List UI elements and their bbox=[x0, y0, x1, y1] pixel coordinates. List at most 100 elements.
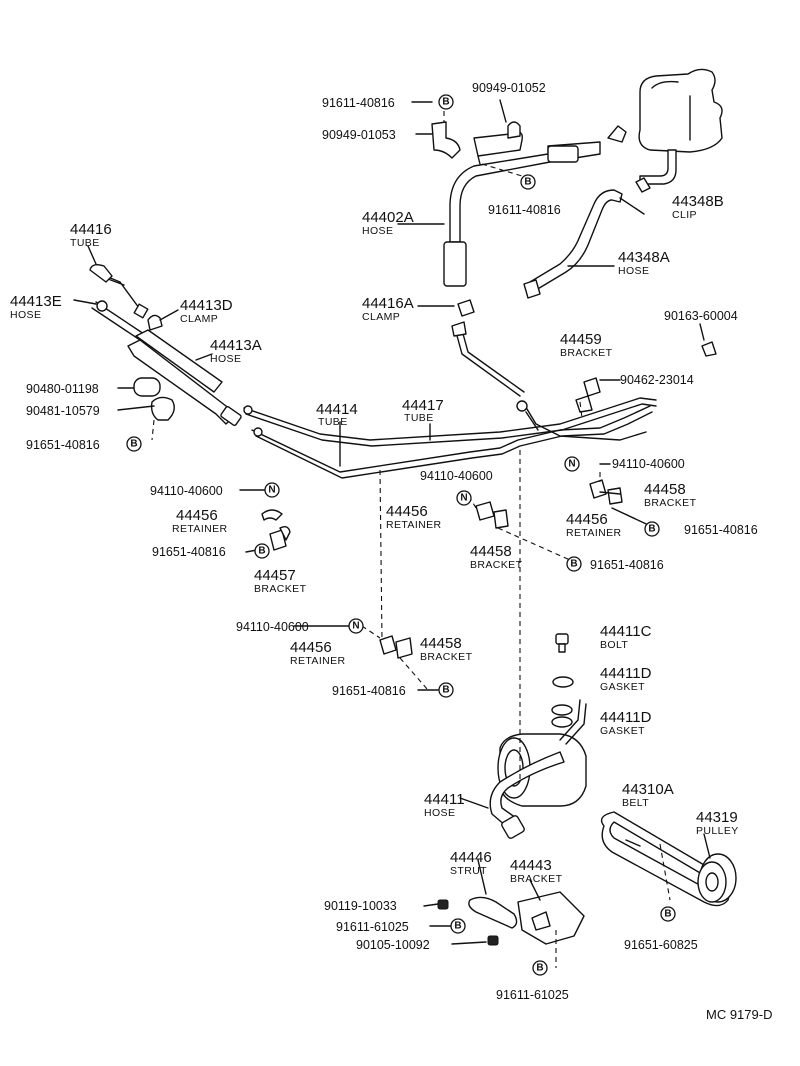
ref-90462-23014: 90462-23014 bbox=[620, 373, 694, 387]
svg-text:N: N bbox=[568, 459, 575, 470]
retainer-bracket-center bbox=[475, 501, 509, 529]
retainer-bracket-left bbox=[261, 509, 291, 551]
pulley-44319 bbox=[697, 853, 737, 903]
svg-text:B: B bbox=[536, 963, 543, 974]
hose-44348a bbox=[523, 177, 651, 299]
ref-90481-10579: 90481-10579 bbox=[26, 404, 100, 418]
svg-text:B: B bbox=[570, 559, 577, 570]
svg-text:BRACKET: BRACKET bbox=[560, 347, 613, 359]
tube-44416a-line bbox=[451, 299, 525, 397]
ref-91611-61025-bottom: 91611-61025 bbox=[496, 988, 569, 1002]
ref-91611-61025-left: 91611-61025 bbox=[336, 920, 409, 934]
bolt-symbol: B bbox=[450, 918, 466, 934]
svg-text:CLIP: CLIP bbox=[672, 209, 697, 221]
ref-90163-60004: 90163-60004 bbox=[664, 309, 738, 323]
bolt-symbol: B bbox=[566, 556, 582, 572]
gasket-44411d-lower bbox=[551, 704, 573, 728]
reservoir-tank bbox=[638, 68, 723, 185]
bolt-symbol: B bbox=[126, 436, 142, 452]
svg-text:HOSE: HOSE bbox=[424, 807, 455, 819]
svg-text:44413E: 44413E bbox=[10, 293, 62, 310]
svg-text:CLAMP: CLAMP bbox=[362, 311, 400, 323]
svg-text:BRACKET: BRACKET bbox=[470, 559, 523, 571]
svg-text:44411C: 44411C bbox=[600, 623, 652, 640]
ref-94110-40600-left: 94110-40600 bbox=[150, 484, 223, 498]
svg-text:BRACKET: BRACKET bbox=[420, 651, 473, 663]
svg-text:44414: 44414 bbox=[316, 401, 358, 418]
grommet-90480-01198 bbox=[133, 377, 175, 421]
ref-91651-40816-lower-left: 91651-40816 bbox=[152, 545, 226, 559]
svg-text:B: B bbox=[130, 439, 137, 450]
ref-91651-40816-lower: 91651-40816 bbox=[332, 684, 406, 698]
ref-94110-40600-right: 94110-40600 bbox=[612, 457, 685, 471]
svg-text:B: B bbox=[258, 546, 265, 557]
nut-symbol: N bbox=[264, 482, 280, 498]
tube-44417 bbox=[243, 397, 657, 447]
svg-text:BRACKET: BRACKET bbox=[254, 583, 307, 595]
svg-text:HOSE: HOSE bbox=[618, 265, 649, 277]
svg-text:44458: 44458 bbox=[470, 543, 512, 560]
hose-44411 bbox=[489, 751, 565, 839]
svg-text:B: B bbox=[442, 97, 449, 108]
svg-text:44457: 44457 bbox=[254, 567, 296, 584]
svg-text:44348A: 44348A bbox=[618, 249, 670, 266]
svg-text:44458: 44458 bbox=[644, 481, 686, 498]
svg-text:44456: 44456 bbox=[566, 511, 608, 528]
leader-lines bbox=[73, 99, 711, 945]
svg-text:BOLT: BOLT bbox=[600, 639, 628, 651]
hose-44413a-lower bbox=[127, 339, 242, 426]
bolt-symbol: B bbox=[644, 521, 660, 537]
svg-text:44411D: 44411D bbox=[600, 665, 652, 682]
svg-text:N: N bbox=[268, 485, 275, 496]
svg-text:44417: 44417 bbox=[402, 397, 444, 414]
ref-91651-40816-center: 91651-40816 bbox=[590, 558, 664, 572]
bracket-44459 bbox=[575, 341, 717, 413]
svg-text:CLAMP: CLAMP bbox=[180, 313, 218, 325]
ref-90949-01053: 90949-01053 bbox=[322, 128, 396, 142]
tube-44414 bbox=[251, 405, 653, 479]
gasket-44411d-upper bbox=[552, 676, 574, 688]
svg-text:PULLEY: PULLEY bbox=[696, 825, 739, 837]
svg-text:44413D: 44413D bbox=[180, 297, 233, 314]
bolt-symbol: B bbox=[254, 543, 270, 559]
hose-44413e bbox=[91, 300, 145, 341]
svg-text:44413A: 44413A bbox=[210, 337, 262, 354]
ref-91651-40816-right: 91651-40816 bbox=[684, 523, 758, 537]
svg-text:44443: 44443 bbox=[510, 857, 552, 874]
svg-text:N: N bbox=[460, 493, 467, 504]
svg-text:44310A: 44310A bbox=[622, 781, 674, 798]
svg-text:44456: 44456 bbox=[386, 503, 428, 520]
svg-text:44416A: 44416A bbox=[362, 295, 414, 312]
nut-symbol: N bbox=[456, 490, 472, 506]
svg-text:BRACKET: BRACKET bbox=[510, 873, 563, 885]
svg-text:44458: 44458 bbox=[420, 635, 462, 652]
svg-text:B: B bbox=[648, 524, 655, 535]
hose-44402a bbox=[443, 125, 627, 287]
svg-text:B: B bbox=[664, 909, 671, 920]
svg-text:44416: 44416 bbox=[70, 221, 112, 238]
svg-text:44411D: 44411D bbox=[600, 709, 652, 726]
svg-text:TUBE: TUBE bbox=[404, 412, 434, 424]
ref-90480-01198: 90480-01198 bbox=[26, 382, 99, 396]
ref-91611-40816-top: 91611-40816 bbox=[322, 96, 395, 110]
svg-text:RETAINER: RETAINER bbox=[290, 655, 346, 667]
svg-text:TUBE: TUBE bbox=[318, 416, 348, 428]
bracket-44443 bbox=[517, 891, 585, 945]
ref-90119-10033: 90119-10033 bbox=[324, 899, 397, 913]
ref-91651-60825: 91651-60825 bbox=[624, 938, 698, 952]
svg-text:HOSE: HOSE bbox=[362, 225, 393, 237]
